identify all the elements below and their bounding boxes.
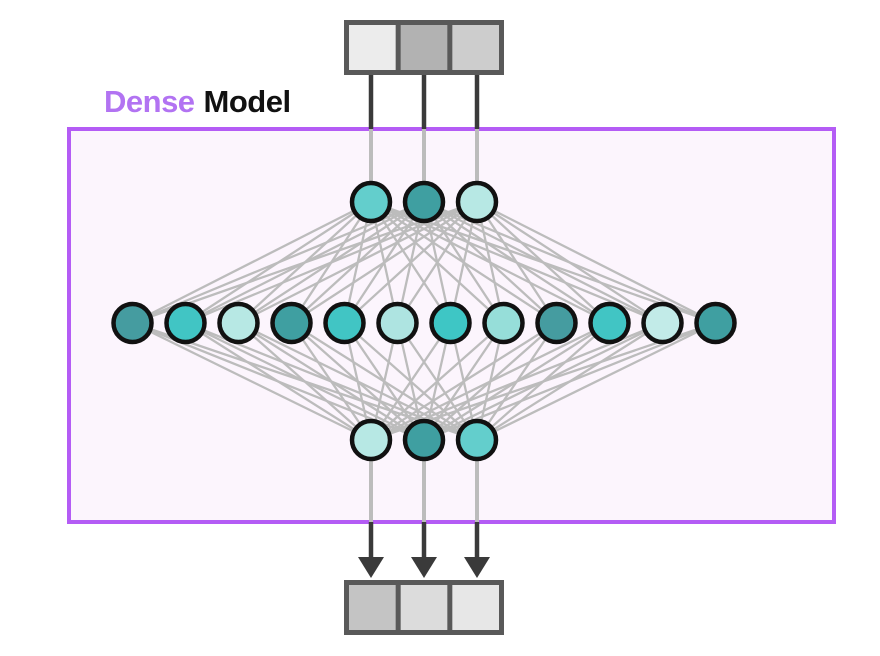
hidden-node-bottom: [349, 418, 393, 462]
input-lines: [368, 75, 480, 129]
hidden-node-bottom: [402, 418, 446, 462]
title-model-label: Model: [203, 84, 292, 119]
connection-line: [131, 321, 372, 442]
hidden-node-middle: [323, 301, 366, 345]
connection-line: [290, 201, 478, 324]
hidden-node-middle: [376, 301, 419, 345]
input-token-cell: [400, 25, 448, 70]
connection-line: [343, 201, 478, 324]
hidden-node-middle: [588, 301, 631, 345]
hidden-node-middle: [641, 301, 684, 345]
connection-line: [370, 321, 611, 442]
output-token-cell: [452, 585, 499, 630]
connection-line: [237, 322, 372, 441]
title-dense-label: Dense: [104, 84, 195, 119]
hidden-node-top: [455, 180, 499, 224]
hidden-node-middle: [217, 301, 260, 345]
hidden-node-middle: [429, 301, 472, 345]
output-token-cell: [400, 585, 448, 630]
input-token-cell: [452, 25, 499, 70]
connection-line: [370, 322, 452, 441]
hidden-node-middle: [270, 301, 313, 345]
hidden-node-middle: [694, 301, 737, 345]
connection-line: [237, 200, 478, 325]
hidden-node-middle: [164, 301, 207, 345]
hidden-node-top: [349, 180, 393, 224]
connection-line: [396, 201, 478, 324]
hidden-node-bottom: [455, 418, 499, 462]
connection-line: [476, 201, 664, 324]
output-arrow-head: [464, 557, 490, 578]
output-arrow-head: [358, 557, 384, 578]
output-arrow-head: [411, 557, 437, 578]
connection-line: [184, 322, 372, 441]
hidden-node-middle: [111, 301, 154, 345]
connection-line: [476, 201, 558, 324]
connection-line: [476, 201, 611, 324]
output-arrows: [358, 522, 490, 578]
connection-line: [476, 200, 717, 325]
connection-line: [131, 200, 372, 325]
output-token-strip: [344, 580, 504, 635]
connection-line: [370, 322, 558, 441]
io-stub-lines: [369, 129, 479, 522]
hidden-node-top: [402, 180, 446, 224]
connection-line: [370, 322, 505, 441]
input-token-strip: [344, 20, 504, 75]
connection-line: [290, 322, 372, 441]
input-token-cell: [349, 25, 396, 70]
hidden-node-middle: [482, 301, 525, 345]
hidden-node-middle: [535, 301, 578, 345]
connection-line: [476, 321, 717, 442]
output-token-cell: [349, 585, 396, 630]
